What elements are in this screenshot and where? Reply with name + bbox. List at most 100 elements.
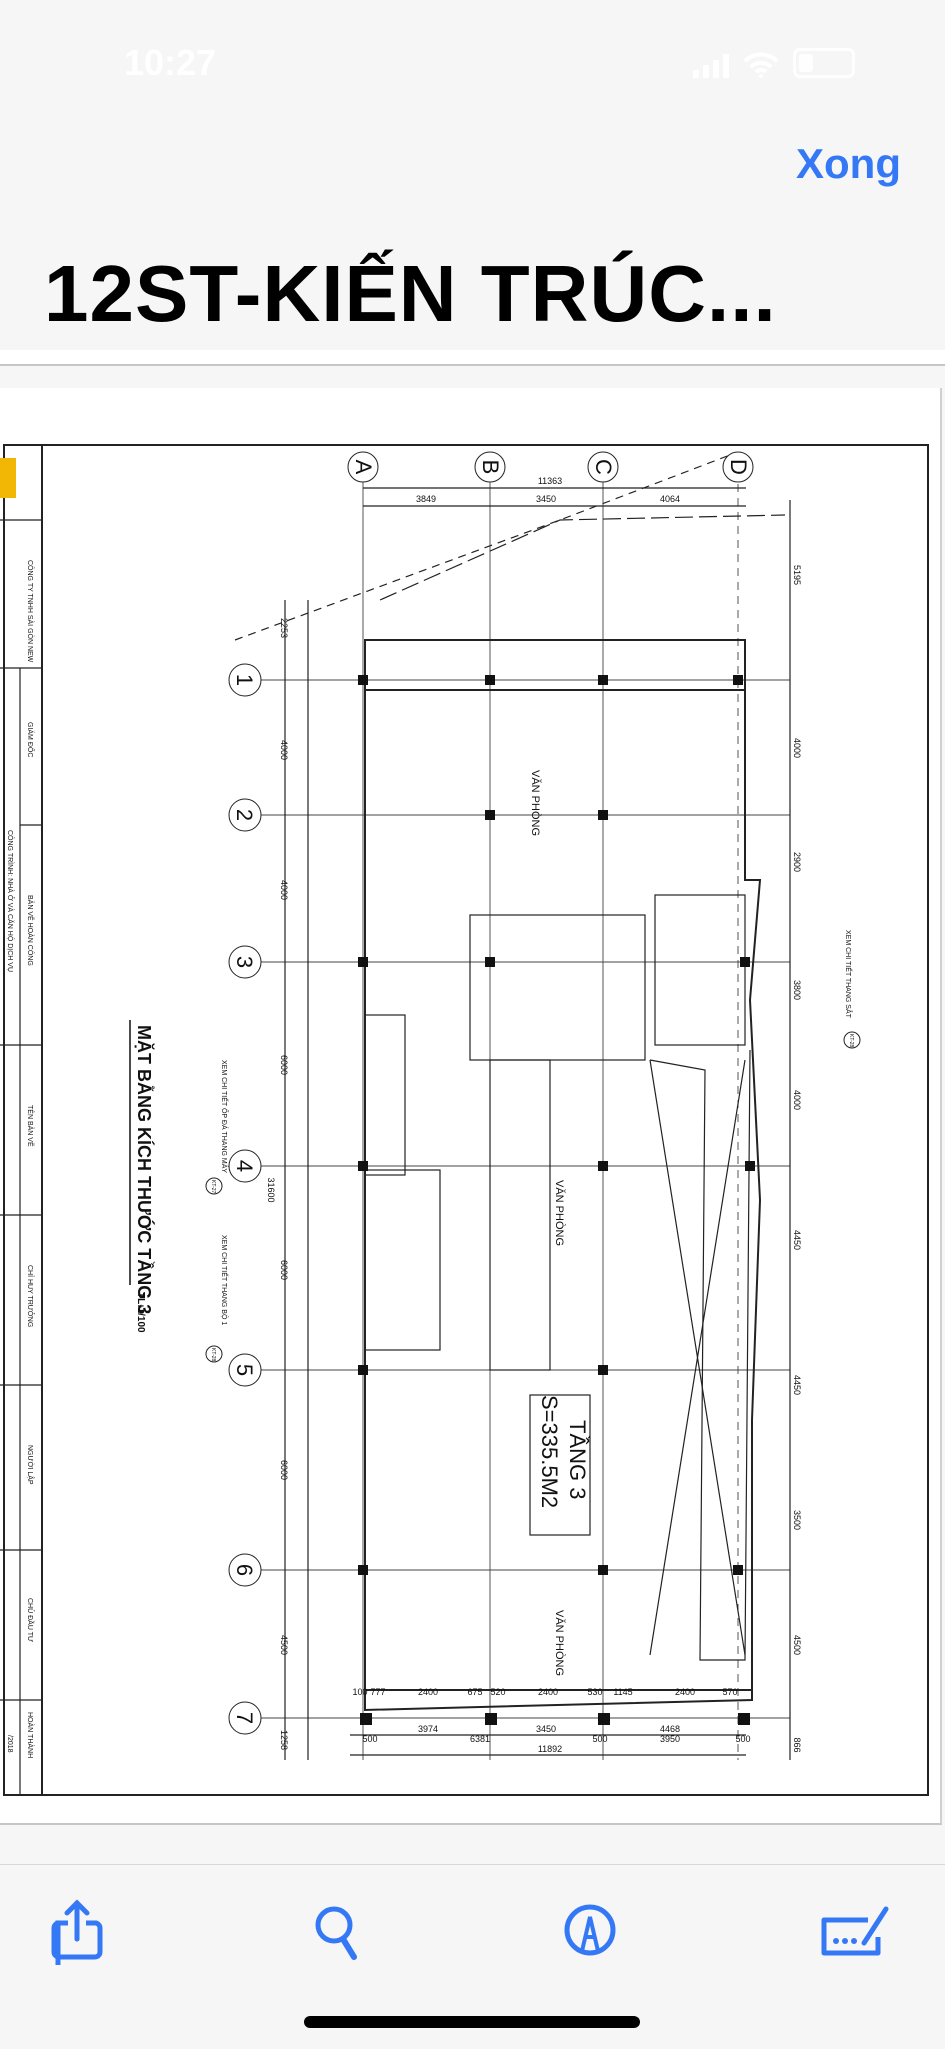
dim: 3450 bbox=[536, 494, 556, 504]
company-logo bbox=[0, 458, 16, 498]
room-label: VĂN PHÒNG bbox=[529, 770, 542, 836]
dim: 2400 bbox=[418, 1687, 438, 1697]
grid-label: 2 bbox=[232, 809, 257, 821]
note-ref: KT-28 bbox=[210, 1348, 216, 1362]
dim: 4500 bbox=[279, 1635, 289, 1655]
fill-and-sign-button[interactable] bbox=[818, 1895, 898, 1965]
grid-label: 6 bbox=[232, 1564, 257, 1576]
plan-title: MẶT BẰNG KÍCH THƯỚC TẦNG 3 bbox=[134, 1025, 155, 1314]
dim: 3800 bbox=[792, 980, 802, 1000]
dimension-labels: 11363 3849 3450 4064 11892 3974 3450 446… bbox=[352, 476, 750, 1754]
dim: 4064 bbox=[660, 494, 680, 504]
dim: 777 bbox=[370, 1687, 385, 1697]
dim: 4468 bbox=[660, 1724, 680, 1734]
structural-columns bbox=[358, 675, 755, 1725]
floor-plan-drawing: A B C D 1 2 3 4 5 6 7 11363 3849 3450 40… bbox=[0, 444, 929, 1796]
dim: 1145 bbox=[613, 1687, 632, 1697]
grid-bubble-c: C bbox=[587, 451, 619, 483]
dim: 4000 bbox=[279, 880, 289, 900]
project-name: CÔNG TRÌNH: NHÀ Ở VÀ CĂN HỘ DỊCH VỤ bbox=[6, 830, 15, 972]
grid-bubble-d: D bbox=[722, 451, 754, 483]
grid-column-bubbles: A B C D bbox=[347, 451, 754, 483]
done-button[interactable]: Xong bbox=[796, 140, 901, 187]
dim: 2900 bbox=[792, 852, 802, 872]
dim: 500 bbox=[735, 1734, 750, 1744]
grid-bubble-a: A bbox=[347, 451, 379, 483]
markup-button[interactable] bbox=[555, 1895, 625, 1965]
document-title: 12ST-KIẾN TRÚC... bbox=[44, 249, 777, 338]
markup-pen-icon bbox=[564, 1904, 616, 1956]
title-field: HOÀN THÀNH bbox=[26, 1712, 35, 1758]
dim: 6000 bbox=[279, 1260, 289, 1280]
dim: 500 bbox=[592, 1734, 607, 1744]
dim: 3950 bbox=[660, 1734, 680, 1744]
title-field: CHỦ ĐẦU TƯ bbox=[26, 1598, 36, 1642]
dim: 4000 bbox=[792, 1090, 802, 1110]
room-label: VĂN PHÒNG bbox=[553, 1610, 566, 1676]
title-field: GIÁM ĐỐC bbox=[26, 722, 36, 757]
grid-label: 3 bbox=[232, 956, 257, 968]
grid-label: B bbox=[478, 460, 503, 475]
room-labels: VĂN PHÒNG VĂN PHÒNG VĂN PHÒNG TẦNG 3 S=3… bbox=[529, 770, 590, 1676]
dim: 520 bbox=[490, 1687, 505, 1697]
dim: 1258 bbox=[279, 1730, 289, 1750]
dim: 4000 bbox=[279, 740, 289, 760]
status-time: 10:27 bbox=[124, 42, 217, 83]
home-indicator[interactable] bbox=[304, 2016, 640, 2028]
note-ref: KT-28 bbox=[848, 1034, 854, 1048]
detail-notes: XEM CHI TIẾT ỐP ĐÁ THANG MÁY XEM CHI TIẾ… bbox=[205, 930, 861, 1363]
grid-bubble-b: B bbox=[474, 451, 506, 483]
previous-page-edge[interactable] bbox=[0, 350, 945, 366]
dim: 5195 bbox=[792, 565, 802, 585]
pdf-page[interactable]: A B C D 1 2 3 4 5 6 7 11363 3849 3450 40… bbox=[0, 388, 942, 1825]
title-field: TÊN BẢN VẼ bbox=[26, 1105, 35, 1147]
search-icon bbox=[315, 1906, 357, 1960]
dim: 4000 bbox=[792, 738, 802, 758]
dim: 2400 bbox=[538, 1687, 558, 1697]
company-name: CÔNG TY TNHH SÀI GÒN NEW bbox=[26, 560, 35, 663]
dim: 6381 bbox=[470, 1734, 490, 1744]
dim: 6000 bbox=[279, 1460, 289, 1480]
dim: 4500 bbox=[792, 1635, 802, 1655]
wifi-icon bbox=[743, 52, 779, 78]
dim: 4450 bbox=[792, 1230, 802, 1250]
vertical-dimension-labels: 2253 4000 4000 6000 6000 6000 4500 1258 … bbox=[266, 565, 802, 1753]
plan-scale: TL:1/100 bbox=[135, 1292, 146, 1333]
dim: 6000 bbox=[279, 1055, 289, 1075]
note: XEM CHI TIẾT ỐP ĐÁ THANG MÁY bbox=[220, 1060, 230, 1173]
dim: 2253 bbox=[279, 618, 289, 638]
dim: 3500 bbox=[792, 1510, 802, 1530]
grid-label: 1 bbox=[232, 674, 257, 686]
title-field: BẢN VẼ HOÀN CÔNG bbox=[26, 895, 35, 966]
grid-row-bubbles: 1 2 3 4 5 6 7 bbox=[228, 663, 262, 1735]
grid-label: C bbox=[591, 459, 616, 475]
grid-label: 4 bbox=[232, 1160, 257, 1172]
dim: 31600 bbox=[266, 1177, 276, 1202]
title-field: CHỈ HUY TRƯỞNG bbox=[26, 1265, 35, 1327]
share-button[interactable] bbox=[42, 1895, 112, 1970]
dim: 3974 bbox=[418, 1724, 438, 1734]
dim: 530 bbox=[587, 1687, 602, 1697]
dim: 866 bbox=[792, 1737, 802, 1752]
floor-label: TẦNG 3 bbox=[565, 1420, 590, 1499]
note: XEM CHI TIẾT THANG BỘ 1 bbox=[220, 1235, 230, 1325]
room-label: VĂN PHÒNG bbox=[553, 1180, 566, 1246]
dim: 3450 bbox=[536, 1724, 556, 1734]
dim: 11363 bbox=[538, 476, 562, 486]
battery-icon bbox=[793, 48, 855, 78]
title-block: CÔNG TY TNHH SÀI GÒN NEW GIÁM ĐỐC BẢN VẼ… bbox=[0, 458, 36, 1758]
grid-label: A bbox=[351, 460, 376, 475]
grid-label: 5 bbox=[232, 1364, 257, 1376]
note: XEM CHI TIẾT THANG SẮT bbox=[844, 930, 854, 1019]
dim: 2400 bbox=[675, 1687, 695, 1697]
signature-form-icon bbox=[821, 1906, 889, 1956]
note-ref: KT-27 bbox=[210, 1180, 216, 1194]
dim: 11892 bbox=[538, 1744, 562, 1754]
completion-year: /2018 bbox=[6, 1735, 13, 1753]
dim: 570 bbox=[722, 1687, 737, 1697]
search-button[interactable] bbox=[302, 1895, 372, 1965]
grid-label: D bbox=[726, 459, 751, 475]
title-field: NGƯỜI LẬP bbox=[26, 1445, 35, 1485]
signal-icon bbox=[693, 54, 729, 78]
grid-label: 7 bbox=[232, 1712, 257, 1724]
